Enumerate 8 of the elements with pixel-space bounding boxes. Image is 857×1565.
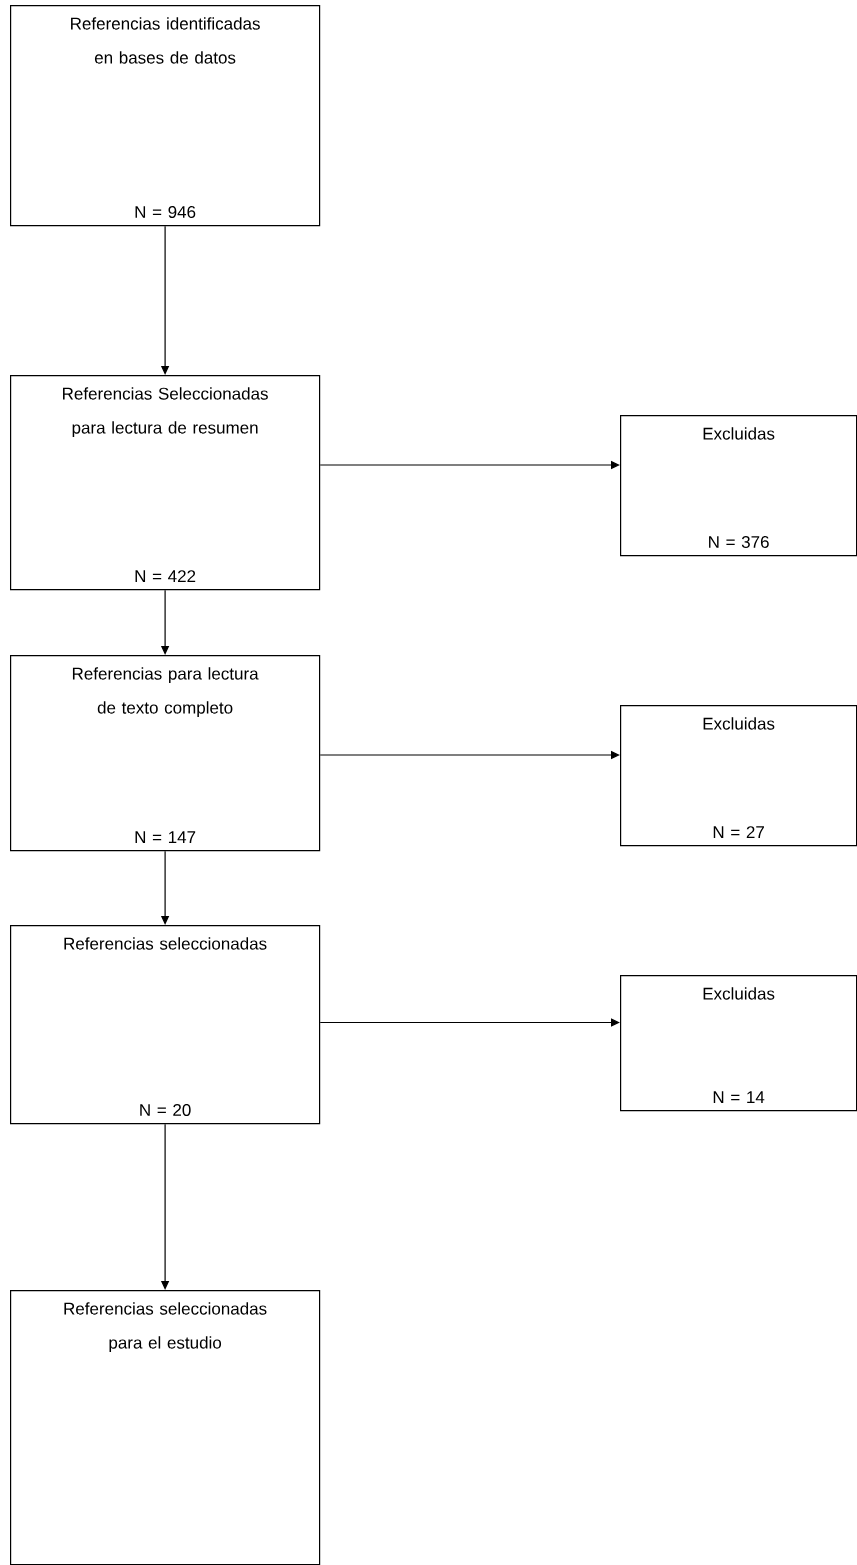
- arrow: [319, 1018, 620, 1027]
- process-box: Referencias identificadas en bases de datos N = 946: [10, 5, 321, 227]
- process-box: Referencias seleccionadas para el estudio: [10, 1290, 321, 1565]
- process-box: Excluidas N = 376: [620, 415, 857, 557]
- process-box: Referencias para lectura de texto completo N = 147: [10, 655, 321, 852]
- process-box: Excluidas N = 14: [620, 975, 857, 1112]
- process-box: Referencias seleccionadas N = 20: [10, 925, 321, 1125]
- process-box: Excluidas N = 27: [620, 705, 857, 847]
